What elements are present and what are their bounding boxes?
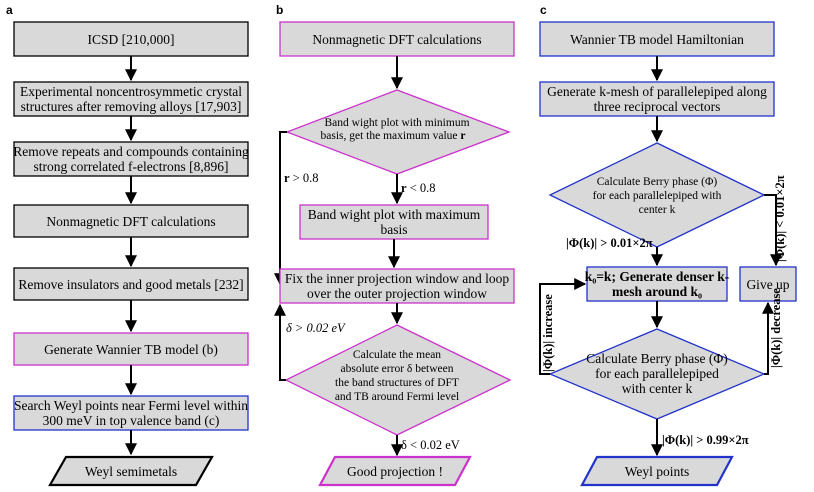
- step-noncentro-line1: Experimental noncentrosymmetic crystal: [20, 84, 242, 99]
- panel-a-step-noncentrosymmetric: Experimental noncentrosymmetic crystal s…: [13, 81, 249, 117]
- panel-c-start-hamiltonian: Wannier TB model Hamiltonian: [539, 21, 775, 57]
- b-window-line2: over the outer projection window: [307, 286, 487, 301]
- panel-a-step-dft: Nonmagnetic DFT calculations: [13, 204, 249, 238]
- c-decision2-line2: for each parallelepiped: [595, 366, 719, 381]
- b-decision1-line2: basis, get the maximum value r: [321, 130, 466, 142]
- step-remove-repeats-line1: Remove repeats and compounds containing: [13, 144, 249, 159]
- panel-b-label: b: [276, 3, 283, 17]
- c-decision1-line2: for each parallelepiped with: [593, 190, 722, 202]
- b-decision1-line1: Band wight plot with minimum: [324, 117, 469, 129]
- panel-a-end-weyl-semimetals: Weyl semimetals: [48, 455, 214, 487]
- step-dft-text: Nonmagnetic DFT calculations: [46, 214, 215, 229]
- step-remove-insulators-text: Remove insulators and good metals [232]: [18, 277, 243, 292]
- panel-b-decision-band-weight: Band wight plot with minimum basis, get …: [285, 89, 511, 175]
- b-end-text: Good projection !: [347, 464, 443, 479]
- c-cond-right: |Φ(k)| < 0.01×2π: [773, 175, 787, 262]
- step-icsd-text: ICSD [210,000]: [88, 32, 175, 47]
- c-end-text: Weyl points: [625, 464, 690, 479]
- c-decision2-line1: Calculate Berry phase (Φ): [586, 351, 727, 366]
- panel-a-step-icsd: ICSD [210,000]: [13, 21, 249, 57]
- panel-b-step-projection-window: Fix the inner projection window and loop…: [279, 268, 515, 304]
- step-search-line1: Search Weyl points near Fermi level with…: [14, 398, 248, 413]
- c-decision1-line3: center k: [639, 204, 676, 216]
- step-search-line2: 300 meV in top valence band (c): [43, 413, 220, 428]
- b-decision2-line3: the band structures of DFT: [335, 377, 459, 389]
- step-wannier-text: Generate Wannier TB model (b): [44, 342, 218, 357]
- c-cond-down: |Φ(k)| > 0.01×2π: [566, 236, 653, 250]
- panel-a-step-wannier: Generate Wannier TB model (b): [13, 332, 249, 366]
- panel-a-step-search-weyl: Search Weyl points near Fermi level with…: [13, 395, 249, 431]
- b-cond-left: r > 0.8: [284, 171, 319, 185]
- panel-c-label: c: [540, 3, 547, 17]
- panel-a-step-remove-insulators: Remove insulators and good metals [232]: [13, 267, 249, 301]
- end-weyl-semimetals-text: Weyl semimetals: [85, 464, 177, 479]
- b-start-text: Nonmagnetic DFT calculations: [312, 32, 481, 47]
- c-decision2-line3: with center k: [622, 381, 693, 396]
- c-denser-line1: k₀=k; Generate denser k-: [585, 269, 730, 284]
- panel-c-step-denser-mesh: k₀=k; Generate denser k- mesh around k₀: [585, 266, 730, 302]
- c-giveup-text: Give up: [746, 277, 789, 292]
- b-maxbasis-line2: basis: [381, 222, 408, 237]
- b-maxbasis-line1: Band wight plot with maximum: [308, 207, 481, 222]
- c-kmesh-line1: Generate k-mesh of parallelepiped along: [547, 84, 767, 99]
- b-window-line1: Fix the inner projection window and loop: [285, 271, 509, 286]
- step-noncentro-line2: structures after removing alloys [17,903…: [21, 99, 242, 114]
- c-decision1-line1: Calculate Berry phase (Φ): [597, 176, 718, 188]
- panel-c-step-give-up: Give up: [739, 266, 797, 302]
- panel-b-step-max-basis: Band wight plot with maximum basis: [299, 204, 489, 240]
- panel-c-end-weyl-points: Weyl points: [580, 455, 734, 487]
- panel-b-end-good-projection: Good projection !: [318, 455, 472, 487]
- c-cond-increase: |Φ(k)| increase: [541, 294, 555, 372]
- panel-c-step-kmesh: Generate k-mesh of parallelepiped along …: [539, 81, 775, 117]
- panel-a-label: a: [6, 3, 13, 17]
- c-cond-decrease: |Φ(k)| decrease: [769, 288, 783, 368]
- b-cond-down: r < 0.8: [401, 181, 436, 195]
- panel-b-start-dft: Nonmagnetic DFT calculations: [279, 21, 515, 57]
- panel-b-decision-mean-error: Calculate the mean absolute error δ betw…: [284, 324, 512, 436]
- c-start-text: Wannier TB model Hamiltonian: [570, 32, 744, 47]
- panel-c-decision-berry-1: Calculate Berry phase (Φ) for each paral…: [548, 142, 766, 248]
- b-loop-cond: δ > 0.02 eV: [286, 321, 346, 335]
- b-decision2-line4: and TB around Fermi level: [335, 391, 459, 403]
- b-decision2-line1: Calculate the mean: [353, 349, 441, 361]
- b-exit-cond: δ < 0.02 eV: [401, 438, 460, 452]
- c-kmesh-line2: three reciprocal vectors: [594, 99, 721, 114]
- step-remove-repeats-line2: strong correlated f-electrons [8,896]: [34, 159, 229, 174]
- c-exit-cond: |Φ(k)| > 0.99×2π: [662, 433, 749, 447]
- b-decision2-line2: absolute error δ between: [340, 363, 453, 375]
- panel-c-decision-berry-2: Calculate Berry phase (Φ) for each paral…: [548, 328, 766, 420]
- panel-a-step-remove-repeats: Remove repeats and compounds containing …: [13, 141, 249, 177]
- c-denser-line2: mesh around k₀: [612, 284, 702, 299]
